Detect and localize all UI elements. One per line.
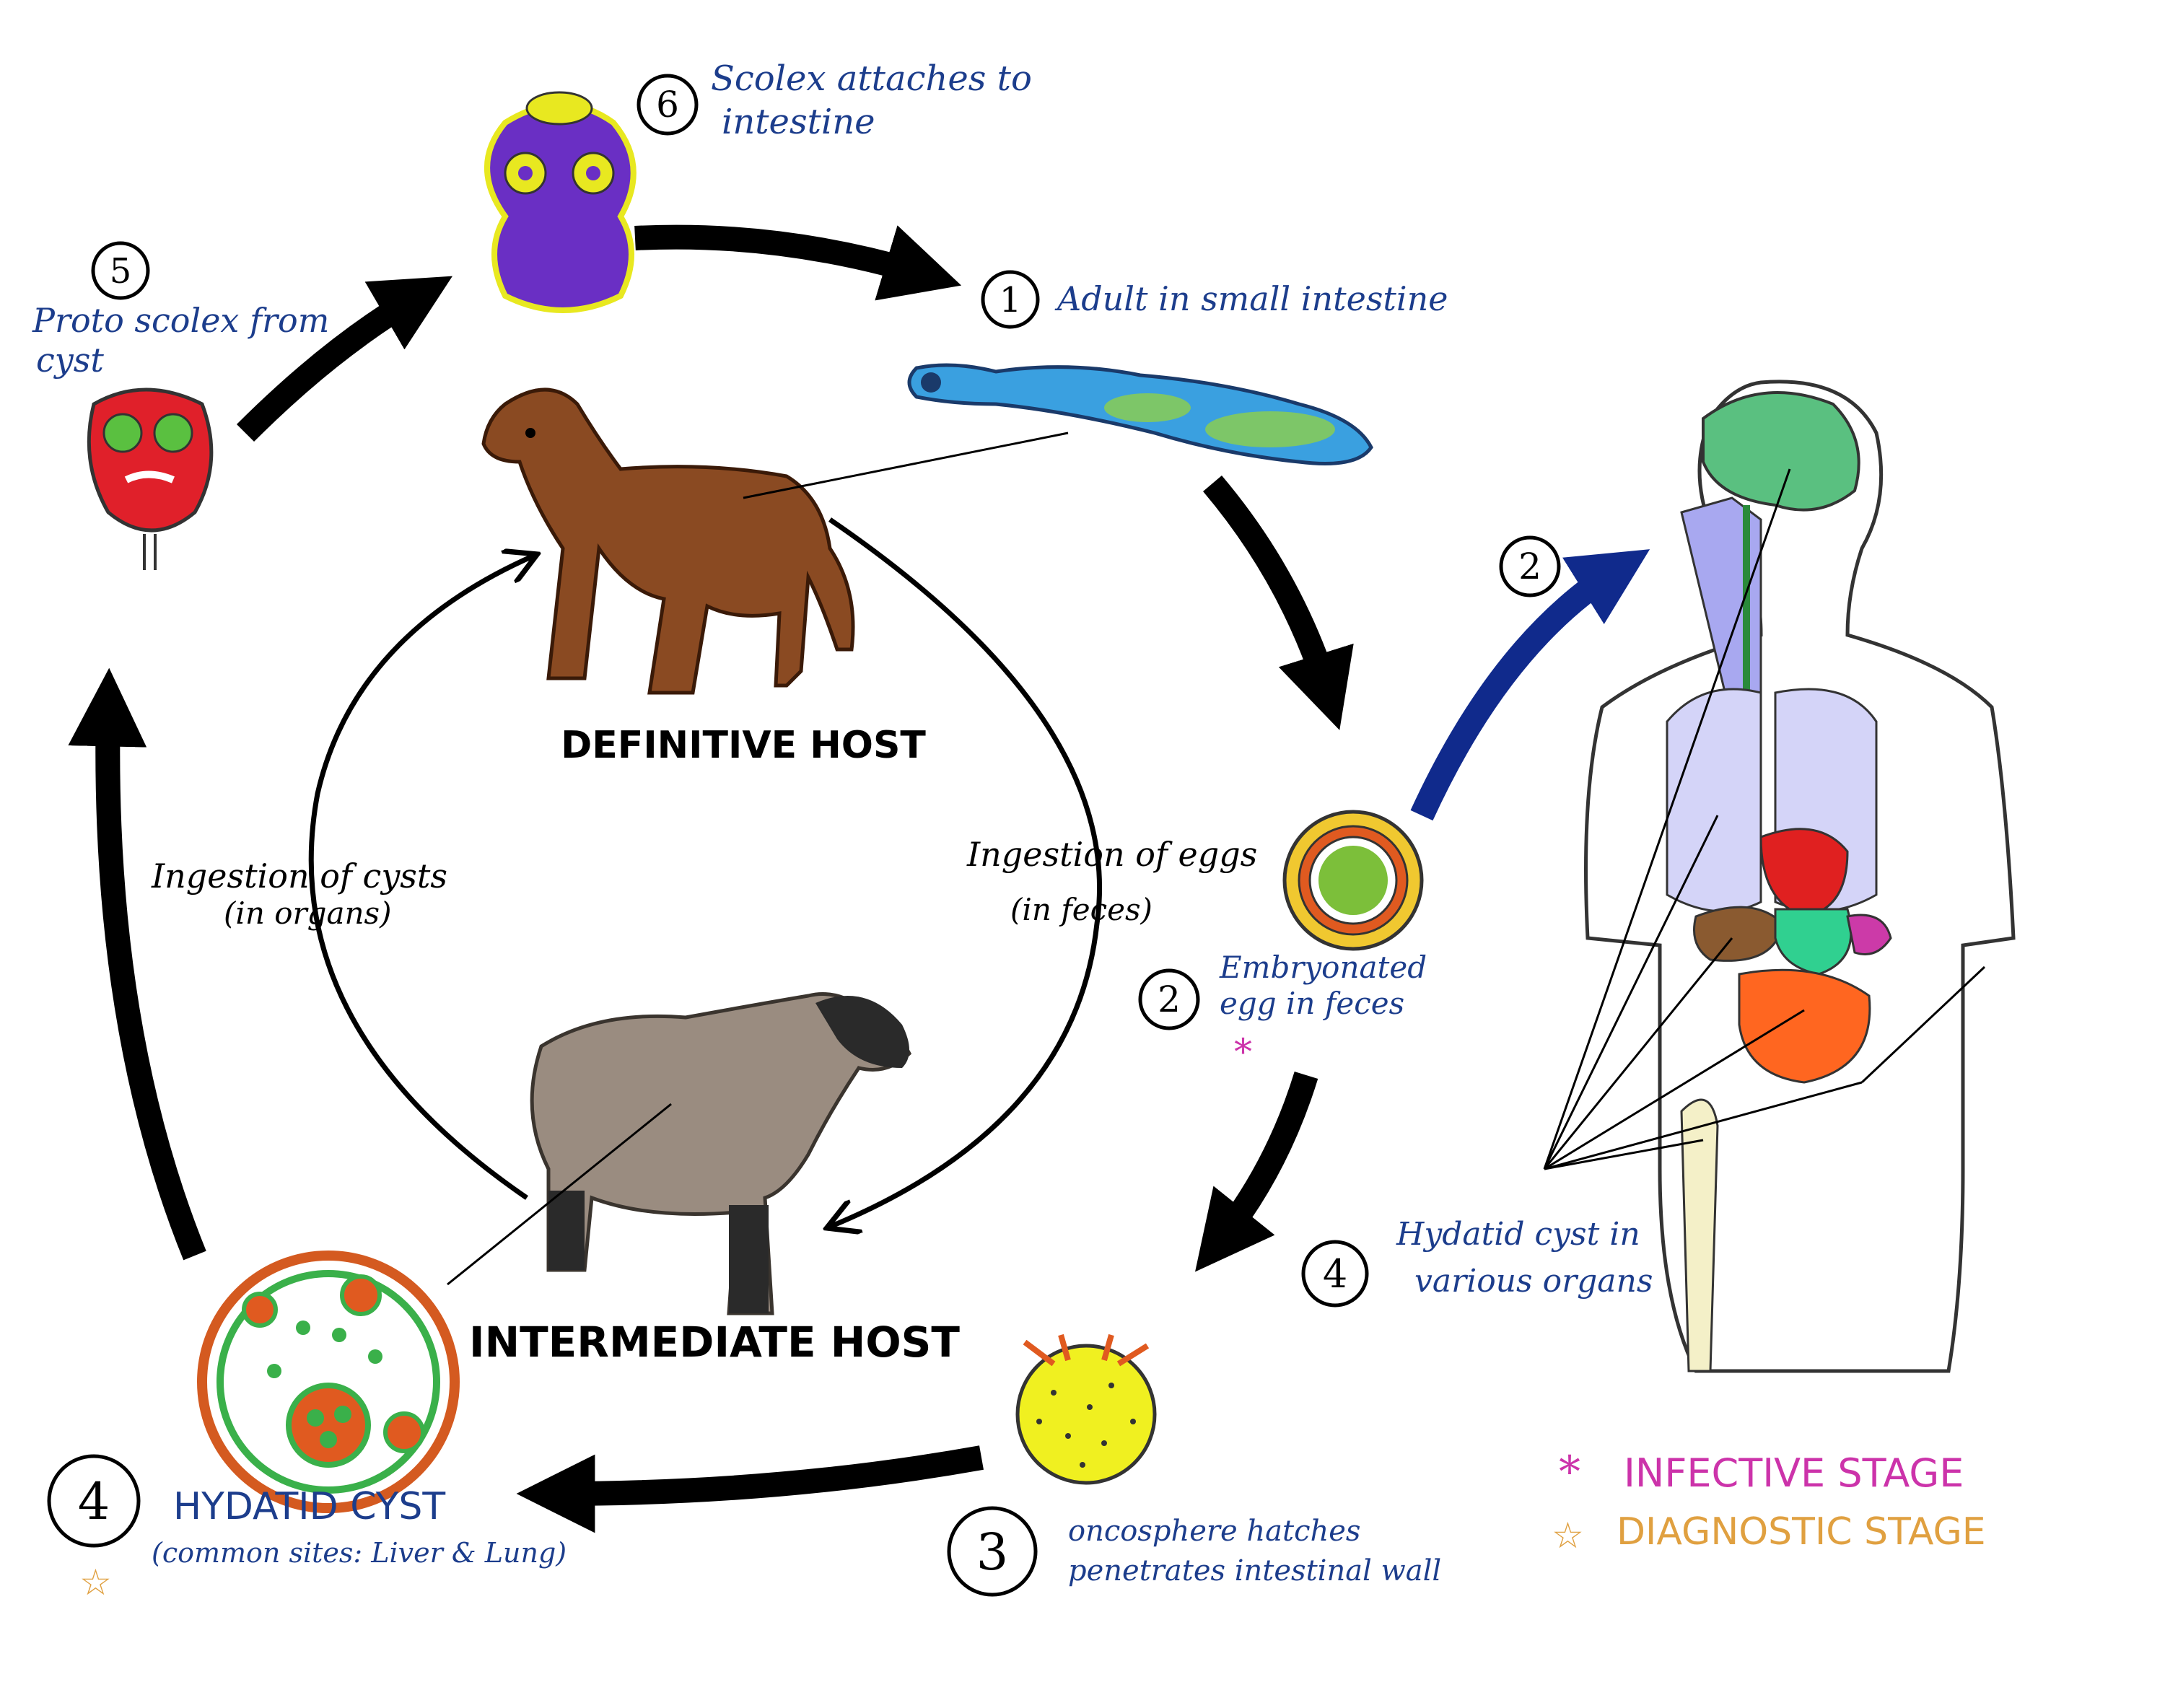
step-2-egg-label: 2 Embryonated egg in feces * <box>1138 950 1427 1073</box>
arrow-3-to-4 <box>516 1445 984 1533</box>
cycle-arrows <box>68 224 1650 1533</box>
step-6-label: 6 Scolex attaches to intestine <box>637 58 1032 142</box>
step-3-label: 3 oncosphere hatches penetrates intestin… <box>947 1506 1441 1597</box>
step-4-cyst-label: 4 HYDATID CYST (common sites: Liver & Lu… <box>47 1454 567 1603</box>
legend-diagnostic-text: DIAGNOSTIC STAGE <box>1617 1510 1986 1554</box>
step-2-egg-text-2: egg in feces <box>1220 986 1404 1021</box>
legend-infective-text: INFECTIVE STAGE <box>1624 1450 1964 1496</box>
protoscolex-icon <box>87 387 214 570</box>
step-2-human-number: 2 <box>1518 546 1541 587</box>
arrow-egg-to-human <box>1410 549 1650 821</box>
infective-marker: * <box>1234 1031 1252 1073</box>
hydatid-cyst-title: HYDATID CYST <box>173 1485 445 1528</box>
step-6-text-2: intestine <box>722 102 875 142</box>
arrow-1-to-2 <box>1203 476 1354 730</box>
step-1-label: 1 Adult in small intestine <box>981 270 1448 329</box>
legend-infective-marker: * <box>1559 1447 1580 1497</box>
step-1-number: 1 <box>1000 280 1022 320</box>
step-4-cyst-number: 4 <box>78 1472 110 1531</box>
step-3-text: oncosphere hatches <box>1068 1515 1360 1548</box>
arrow-4-to-5 <box>68 667 206 1261</box>
arrow-2-to-3 <box>1195 1071 1318 1272</box>
step-2-egg-number: 2 <box>1158 978 1181 1020</box>
scolex-icon <box>484 91 637 313</box>
arrow-sheep-to-dog <box>308 556 534 1200</box>
legend-diagnostic-marker: ☆ <box>1552 1515 1584 1556</box>
step-2-human-label: 2 <box>1499 535 1561 597</box>
ingestion-eggs-label: Ingestion of eggs (in feces) <box>966 835 1257 927</box>
ingestion-eggs-text-2: (in feces) <box>1010 892 1153 927</box>
host-cycle-arrows <box>308 517 1102 1227</box>
ingestion-cysts-text-2: (in organs) <box>224 895 392 931</box>
adult-worm-icon <box>907 363 1373 465</box>
arrow-dog-to-sheep <box>830 517 1102 1227</box>
step-6-text: Scolex attaches to <box>711 58 1032 99</box>
definitive-host-label: DEFINITIVE HOST <box>561 724 926 767</box>
step-3-number: 3 <box>976 1523 1009 1582</box>
step-3-text-2: penetrates intestinal wall <box>1068 1554 1441 1587</box>
step-4-human-label: 4 Hydatid cyst in various organs <box>1301 1216 1653 1308</box>
human-body-icon <box>1543 380 2016 1373</box>
step-5-label: 5 Proto scolex from cyst <box>32 241 329 380</box>
ingestion-eggs-text: Ingestion of eggs <box>966 835 1257 874</box>
dog-icon <box>481 387 1069 695</box>
step-4-human-number: 4 <box>1323 1251 1347 1297</box>
step-4-human-text: Hydatid cyst in <box>1396 1216 1640 1253</box>
egg-icon <box>1282 810 1424 951</box>
organ-pointer-lines <box>1543 468 1986 1170</box>
step-5-number: 5 <box>110 251 132 292</box>
step-4-human-text-2: various organs <box>1414 1263 1653 1300</box>
step-2-egg-text: Embryonated <box>1219 950 1427 985</box>
step-6-number: 6 <box>656 84 679 126</box>
ingestion-cysts-text: Ingestion of cysts <box>151 857 447 895</box>
diagnostic-marker: ☆ <box>79 1562 112 1603</box>
hydatid-cyst-subtitle: (common sites: Liver & Lung) <box>152 1537 567 1569</box>
step-5-text-2: cyst <box>36 341 104 380</box>
intermediate-host-label: INTERMEDIATE HOST <box>469 1318 960 1367</box>
ingestion-cysts-label: Ingestion of cysts (in organs) <box>151 857 447 931</box>
arrow-5-to-6 <box>236 276 452 442</box>
step-1-text: Adult in small intestine <box>1054 279 1448 318</box>
legend: * INFECTIVE STAGE ☆ DIAGNOSTIC STAGE <box>1552 1447 1986 1556</box>
sheep-icon <box>447 992 912 1315</box>
step-5-text: Proto scolex from <box>32 301 329 340</box>
hydatid-cyst-icon <box>197 1251 460 1513</box>
oncosphere-icon <box>1015 1333 1157 1485</box>
arrow-6-to-1 <box>634 224 962 301</box>
